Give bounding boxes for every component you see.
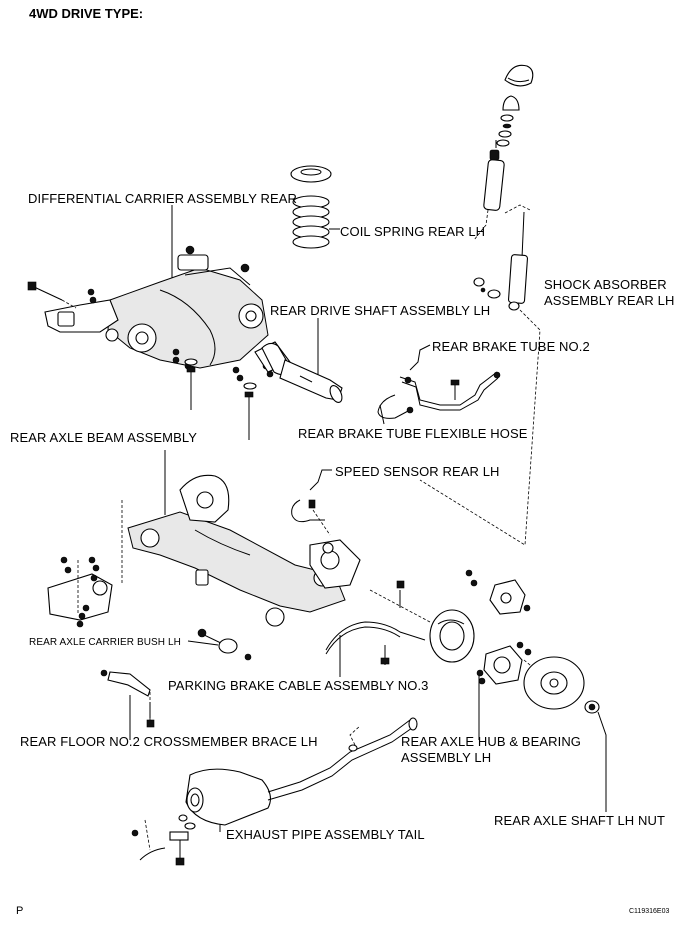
- exhaust-pipe-assembly-tail: [178, 717, 418, 830]
- coil-spring-upper-seat: [290, 165, 332, 183]
- label-coil-spring: COIL SPRING REAR LH: [340, 224, 486, 239]
- label-hub-bearing-line1: REAR AXLE HUB & BEARING: [401, 734, 582, 749]
- carrier-bush-leader: [187, 640, 219, 646]
- brake-backing-plate: [429, 609, 475, 663]
- hub-upper-flange: [465, 569, 531, 615]
- speed-sensor-rear-lh: [291, 499, 331, 536]
- label-shock-absorber-line1: SHOCK ABSORBER: [544, 277, 667, 292]
- label-axle-shaft-nut: REAR AXLE SHAFT LH NUT: [494, 813, 666, 828]
- shock-absorber-lower-body: [507, 211, 529, 311]
- figure-code: C119316E03: [629, 908, 670, 915]
- shock-guide-dash-2: [504, 204, 531, 214]
- shock-to-hub-guide: [419, 309, 541, 546]
- label-crossmember-brace: REAR FLOOR NO.2 CROSSMEMBER BRACE LH: [20, 734, 318, 749]
- parking-brake-cable: [325, 580, 431, 665]
- label-rear-drive-shaft: REAR DRIVE SHAFT ASSEMBLY LH: [270, 303, 491, 318]
- differential-front-mount: [44, 299, 119, 342]
- rear-brake-tube-flexible-hose: [377, 394, 414, 425]
- page-header: 4WD DRIVE TYPE:: [29, 6, 144, 21]
- rear-brake-tube-no2: [399, 371, 501, 411]
- shock-absorber-bump-stop: [496, 95, 520, 147]
- differential-carrier-body: [107, 245, 269, 369]
- axle-beam-front-mount: [47, 556, 113, 628]
- coil-spring-body: [292, 195, 330, 249]
- shock-absorber-top-cap: [504, 64, 534, 87]
- differential-bolts: [27, 281, 274, 440]
- label-speed-sensor: SPEED SENSOR REAR LH: [335, 464, 500, 479]
- page-letter: P: [16, 905, 24, 917]
- label-differential-carrier: DIFFERENTIAL CARRIER ASSEMBLY REAR: [28, 191, 297, 206]
- label-shock-absorber-line2: ASSEMBLY REAR LH: [544, 293, 675, 308]
- label-hub-bearing-line2: ASSEMBLY LH: [401, 750, 492, 765]
- rear-axle-beam-assembly: [127, 474, 361, 627]
- label-carrier-bush: REAR AXLE CARRIER BUSH LH: [29, 637, 181, 648]
- rear-drive-shaft: [254, 341, 343, 403]
- shock-absorber-upper-body: [483, 140, 505, 211]
- label-rear-brake-tube: REAR BRAKE TUBE NO.2: [432, 339, 590, 354]
- shock-washers: [473, 277, 501, 299]
- rear-axle-carrier-bush-lh: [197, 628, 252, 661]
- rear-floor-crossmember-brace: [100, 669, 155, 728]
- label-exhaust-pipe: EXHAUST PIPE ASSEMBLY TAIL: [226, 827, 425, 842]
- label-brake-tube-flexible-hose: REAR BRAKE TUBE FLEXIBLE HOSE: [298, 426, 528, 441]
- exhaust-bracket-bolts: [131, 819, 189, 866]
- rear-axle-hub-bearing: [476, 641, 561, 691]
- label-rear-axle-beam: REAR AXLE BEAM ASSEMBLY: [10, 430, 198, 445]
- brake-tube-no2-leader: [409, 344, 431, 371]
- speed-sensor-leader: [309, 469, 332, 491]
- rear-axle-shaft-nut: [584, 700, 607, 812]
- shock-guide-dash-1: [473, 209, 489, 241]
- label-parking-brake-cable: PARKING BRAKE CABLE ASSEMBLY NO.3: [168, 678, 429, 693]
- brake-disc-rotor: [523, 656, 585, 710]
